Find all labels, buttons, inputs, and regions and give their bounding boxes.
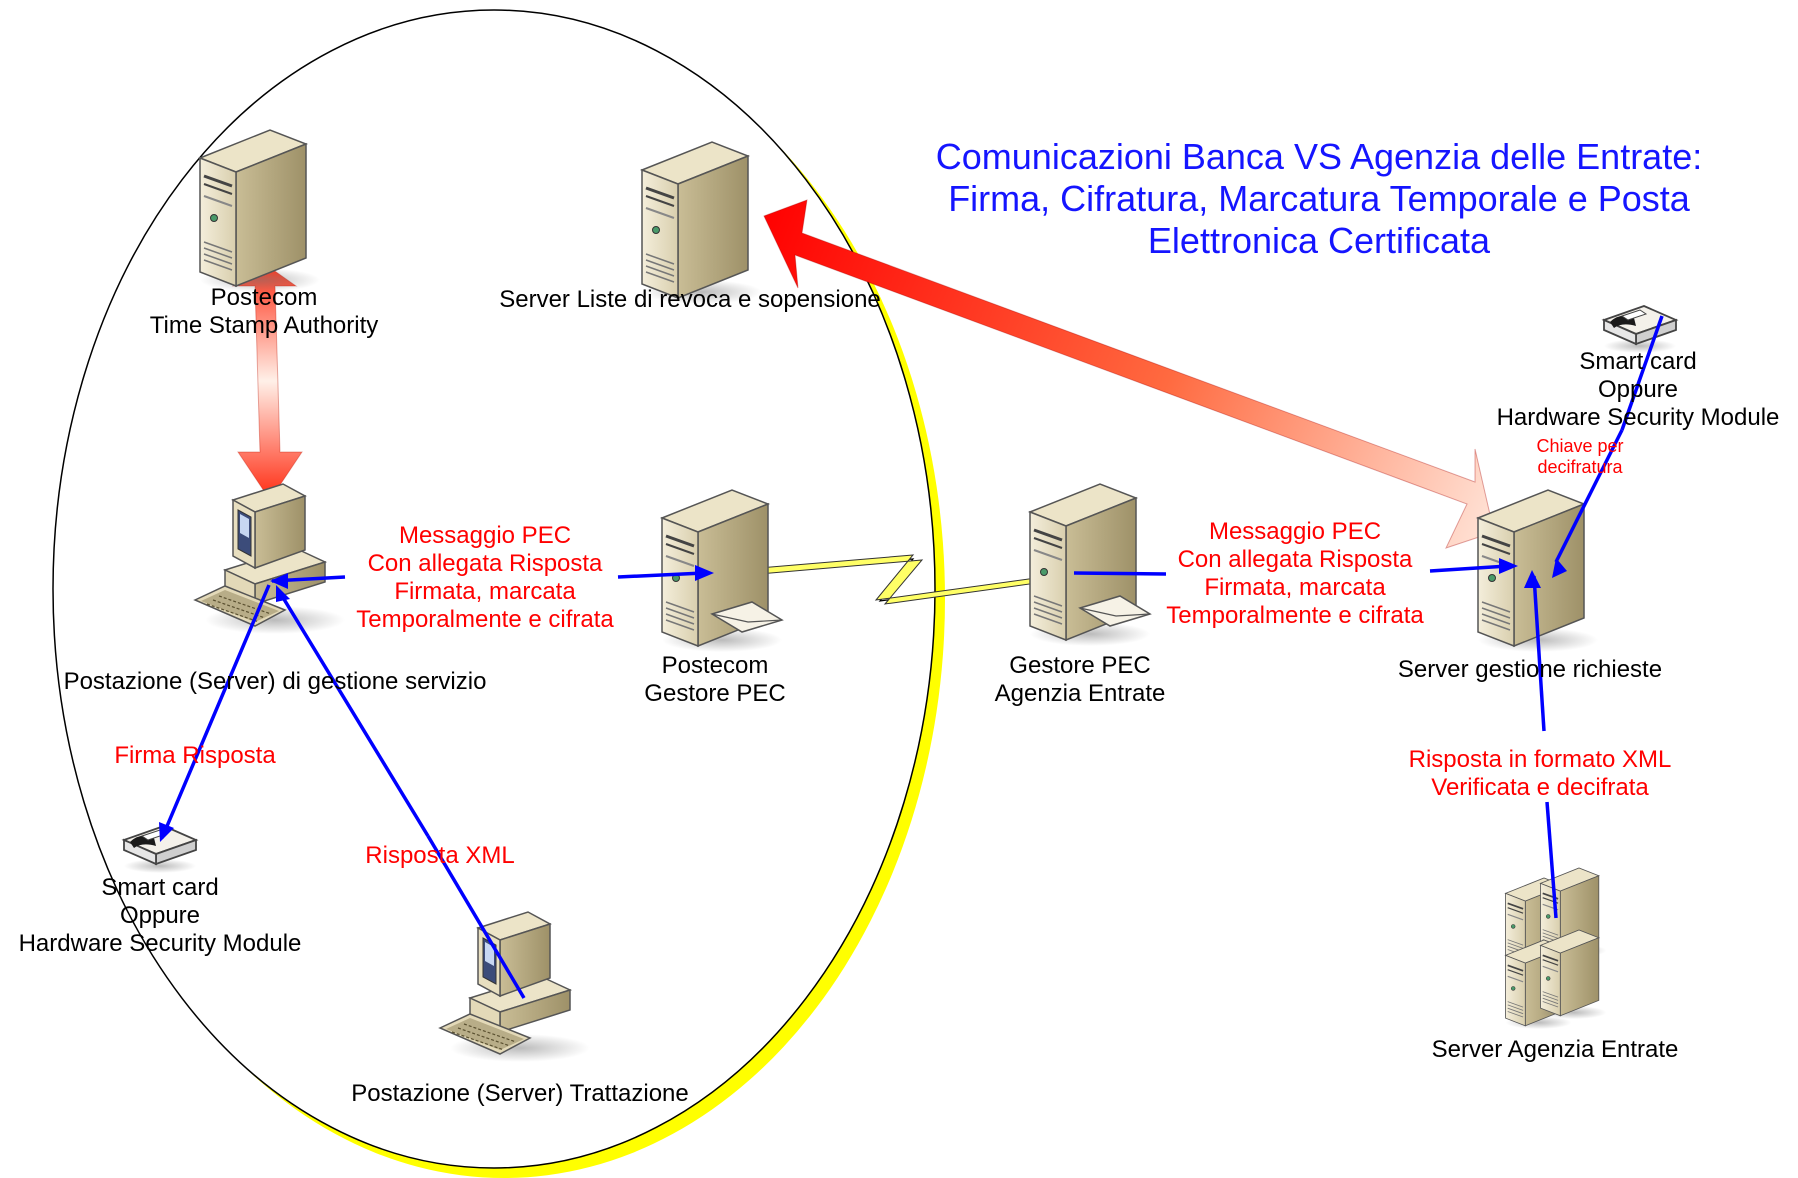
pec-message-left-line-3: Firmata, marcata	[394, 578, 576, 606]
decrypt-key-line-2: decifratura	[1537, 457, 1623, 478]
tsa-label-line-2: Time Stamp Authority	[149, 312, 379, 340]
xml-response-line-1: Risposta XML	[365, 842, 515, 869]
tsa-label: Postecom Time Stamp Authority	[114, 284, 414, 340]
tsa-label-line-1: Postecom	[210, 284, 318, 311]
workstation-label-line-1: Postazione (Server) di gestione servizio	[63, 668, 487, 695]
smartcard-right-label-line-2: Oppure	[1597, 376, 1679, 404]
pec-agenzia-label-line-2: Agenzia Entrate	[994, 680, 1166, 708]
pec-postecom-label: Postecom Gestore PEC	[600, 652, 830, 708]
xml-verified-line-1: Risposta in formato XML	[1408, 746, 1672, 773]
pec-agenzia-label-line-1: Gestore PEC	[1009, 652, 1151, 679]
pec-agenzia-server-icon	[1028, 482, 1152, 648]
pec-message-left-label: Messaggio PEC Con allegata Risposta Firm…	[340, 522, 630, 634]
sign-response-label: Firma Risposta	[95, 742, 295, 770]
pec-postecom-label-line-2: Gestore PEC	[644, 680, 786, 708]
pec-message-right-line-3: Firmata, marcata	[1204, 574, 1386, 602]
agenzia-servers-icon	[1504, 867, 1608, 1030]
pec-message-right-line-2: Con allegata Risposta	[1177, 546, 1413, 574]
treatment-label: Postazione (Server) Trattazione	[330, 1080, 710, 1108]
request-server-label: Server gestione richieste	[1380, 656, 1680, 684]
smartcard-left-label: Smart card Oppure Hardware Security Modu…	[0, 874, 320, 958]
smartcard-right-icon	[1603, 305, 1677, 354]
pec-message-right-label: Messaggio PEC Con allegata Risposta Firm…	[1150, 518, 1440, 630]
pec-postecom-label-line-1: Postecom	[661, 652, 769, 679]
smartcard-right-label: Smart card Oppure Hardware Security Modu…	[1478, 348, 1798, 432]
request-server-label-line-1: Server gestione richieste	[1397, 656, 1663, 683]
pec-message-right-line-1: Messaggio PEC	[1208, 518, 1382, 545]
diagram-title: Comunicazioni Banca VS Agenzia delle Ent…	[909, 136, 1729, 262]
title-line-2: Firma, Cifratura, Marcatura Temporale e …	[948, 178, 1690, 220]
sign-response-line-1: Firma Risposta	[114, 742, 276, 769]
pec-message-left-line-1: Messaggio PEC	[398, 522, 572, 549]
pec-message-right-line-4: Temporalmente e cifrata	[1166, 602, 1424, 630]
smartcard-left-label-line-1: Smart card	[101, 874, 219, 901]
crl-label-line-1: Server Liste di revoca e sopensione	[499, 286, 881, 313]
xml-verified-label: Risposta in formato XML Verificata e dec…	[1390, 746, 1690, 802]
treatment-label-line-1: Postazione (Server) Trattazione	[351, 1080, 689, 1107]
smartcard-right-label-line-1: Smart card	[1579, 348, 1697, 375]
title-line-3: Elettronica Certificata	[1147, 220, 1491, 262]
agenzia-servers-label: Server Agenzia Entrate	[1400, 1036, 1710, 1064]
smartcard-right-label-line-3: Hardware Security Module	[1496, 404, 1780, 432]
title-line-1: Comunicazioni Banca VS Agenzia delle Ent…	[935, 136, 1703, 177]
tsa-arrow	[233, 262, 302, 500]
decrypt-key-label: Chiave per decifratura	[1520, 436, 1640, 478]
xml-response-label: Risposta XML	[345, 842, 535, 870]
pec-message-left-line-4: Temporalmente e cifrata	[356, 606, 614, 634]
flow-arrowheads	[159, 558, 1567, 842]
smartcard-left-label-line-3: Hardware Security Module	[18, 930, 302, 958]
crl-label: Server Liste di revoca e sopensione	[470, 286, 910, 314]
agenzia-servers-label-line-1: Server Agenzia Entrate	[1431, 1036, 1679, 1063]
smartcard-left-label-line-2: Oppure	[119, 902, 201, 930]
pec-agenzia-label: Gestore PEC Agenzia Entrate	[960, 652, 1200, 708]
pec-message-left-line-2: Con allegata Risposta	[367, 550, 603, 578]
workstation-label: Postazione (Server) di gestione servizio	[40, 668, 510, 696]
xml-verified-line-2: Verificata e decifrata	[1431, 774, 1649, 802]
decrypt-key-line-1: Chiave per	[1536, 436, 1624, 456]
